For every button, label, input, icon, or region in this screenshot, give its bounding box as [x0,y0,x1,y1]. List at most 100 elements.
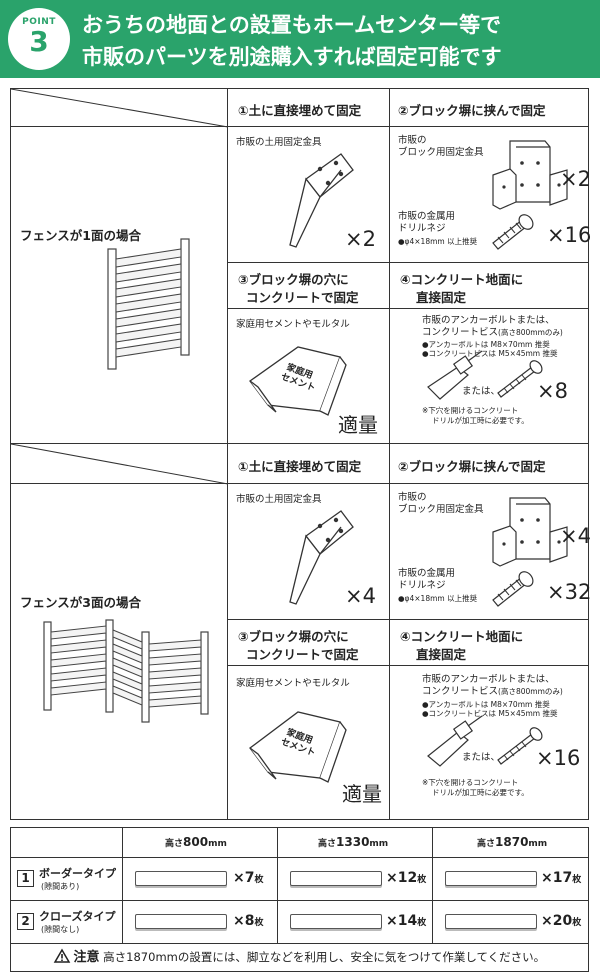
board-illustration [135,914,227,929]
row-label-cell-2: フェンスが3面の場合 [11,484,228,820]
method4-footnote2: ドリルが加工時に必要です。 [432,788,529,797]
ground-anchor-icon [289,510,354,605]
diagonal-line [10,88,229,128]
anchor-bolt-icon [427,715,483,767]
method2-header-cell-2: ②ブロック塀に挟んで固定 [390,444,589,484]
method3-header-cell: ③ブロック塀の穴に コンクリートで固定 [228,263,390,309]
cement-bag-icon [249,346,347,416]
point-badge: POINT 3 [8,8,70,70]
ground-anchor-icon [289,153,354,248]
method1-header-cell-2: ①土に直接埋めて固定 [228,444,390,484]
corner-cell [10,88,229,128]
method3-content-cell: 家庭用セメントやモルタル 家庭用 セメント 適量 [228,309,390,444]
method2-part2-line1: 市販の金属用 [398,568,456,579]
method2-part2-line2: ドリルネジ [398,580,446,591]
method2-qty2: ×32 [547,580,592,604]
height-header-1330: 高さ1330mm [278,828,433,858]
method4-part-line2: コンクリートビス(高さ800mmのみ) [422,686,563,697]
method2-content-cell-2: 市販の ブロック用固定金具 ×4 市販の金属用 ドリルネジ ●φ4×18mm 以… [390,484,592,620]
row-label-one-side: フェンスが1面の場合 [20,228,141,243]
cement-bag-icon [249,711,347,783]
method4-or-text: または、 [462,386,501,397]
drill-screw-icon [492,571,534,607]
method2-part2-note: ●φ4×18mm 以上推奨 [398,237,478,246]
method3-part: 家庭用セメントやモルタル [236,319,350,330]
method4-part-line2: コンクリートビス(高さ800mmのみ) [422,327,563,338]
method4-qty: ×8 [537,379,568,403]
anchor-bolt-icon [427,350,483,400]
fence-one-panel-illustration [107,238,190,370]
method3-title-line2: コンクリートで固定 [246,647,359,662]
board-table-corner [11,828,123,858]
point-badge-label: POINT [22,17,56,27]
board-illustration [445,871,537,886]
type-label-close: クローズタイプ [39,910,116,923]
height-label-800: 高さ800mm [165,835,227,849]
block-bracket-icon [492,140,568,210]
method4-note1: ●アンカーボルトは M8×70mm 推奨 [422,700,550,709]
method2-part1-line1: 市販の [398,492,427,503]
method4-title-line2: 直接固定 [416,290,467,305]
board-count: ×12枚 [386,870,427,886]
method2-qty1: ×4 [560,524,591,548]
board-illustration [135,871,227,886]
method2-part2-line2: ドリルネジ [398,223,446,234]
method4-header-cell-2: ④コンクリート地面に 直接固定 [390,620,589,666]
header-title-line2: 市販のパーツを別途購入すれば固定可能です [82,45,502,69]
method4-title-line1: ④コンクリート地面に [400,272,524,287]
point-badge-number: 3 [29,25,49,58]
count-cell: ×8枚 [123,901,278,944]
type-sub-close: (隙間なし) [41,925,80,934]
method1-qty: ×2 [345,227,376,251]
method2-header-cell: ②ブロック塀に挟んで固定 [390,89,589,127]
height-label-1330: 高さ1330mm [318,835,389,849]
method3-header-cell-2: ③ブロック塀の穴に コンクリートで固定 [228,620,390,666]
corner-cell-2 [10,443,229,485]
method3-part: 家庭用セメントやモルタル [236,678,350,689]
count-cell: ×17枚 [433,858,588,901]
notice-label: 注意 [73,950,100,965]
header-banner: POINT 3 おうちの地面との設置もホームセンター等で 市販のパーツを別途購入… [0,0,600,78]
method2-title: ②ブロック塀に挟んで固定 [398,459,546,474]
type-label-border: ボーダータイプ [39,867,116,880]
concrete-screw-icon [497,360,543,398]
method1-title: ①土に直接埋めて固定 [238,103,362,118]
method3-title-line1: ③ブロック塀の穴に [238,629,349,644]
method2-content-cell: 市販の ブロック用固定金具 ×2 市販の金属用 ドリルネジ ●φ4×18mm 以… [390,127,591,263]
method4-title-line2: 直接固定 [416,647,467,662]
method2-part2-note: ●φ4×18mm 以上推奨 [398,594,478,603]
count-cell: ×12枚 [278,858,433,901]
method4-content-cell: 市販のアンカーボルトまたは、 コンクリートビス(高さ800mmのみ) ●アンカー… [390,309,589,444]
method2-part1-line2: ブロック用固定金具 [398,504,484,515]
method4-footnote1: ※下穴を開けるコンクリート [422,406,519,415]
count-cell: ×7枚 [123,858,278,901]
method4-qty: ×16 [536,746,581,770]
board-count: ×17枚 [541,870,582,886]
height-header-800: 高さ800mm [123,828,278,858]
height-header-1870: 高さ1870mm [433,828,588,858]
height-label-1870: 高さ1870mm [477,835,548,849]
board-count: ×8枚 [233,913,264,929]
block-bracket-icon [492,497,568,567]
row-label-three-sides: フェンスが3面の場合 [20,595,141,610]
header-title-line1: おうちの地面との設置もホームセンター等で [82,13,502,37]
method2-part1-line1: 市販の [398,135,427,146]
method4-note2: ●コンクリートビスは M5×45mm 推奨 [422,349,558,358]
method2-part1-line2: ブロック用固定金具 [398,147,484,158]
method4-note1: ●アンカーボルトは M8×70mm 推奨 [422,340,550,349]
method1-title: ①土に直接埋めて固定 [238,459,362,474]
type-number-2: 2 [17,913,34,930]
drill-screw-icon [492,214,534,250]
count-cell: ×20枚 [433,901,588,944]
method2-qty1: ×2 [560,167,591,191]
board-illustration [290,914,382,929]
installation-methods-table: ①土に直接埋めて固定 ②ブロック塀に挟んで固定 フェンスが1面の場合 市販の土用… [10,88,592,820]
type-cell-close: 2 クローズタイプ (隙間なし) [11,901,123,944]
notice-text: 高さ1870mmの設置には、脚立などを利用し、安全に気をつけて作業してください。 [103,950,546,964]
method4-part-line1: 市販のアンカーボルトまたは、 [422,674,555,685]
method4-or-text: または、 [462,752,501,763]
type-sub-border: (隙間あり) [41,882,80,891]
method4-footnote2: ドリルが加工時に必要です。 [432,416,529,425]
board-illustration [290,871,382,886]
method4-part-line1: 市販のアンカーボルトまたは、 [422,315,555,326]
